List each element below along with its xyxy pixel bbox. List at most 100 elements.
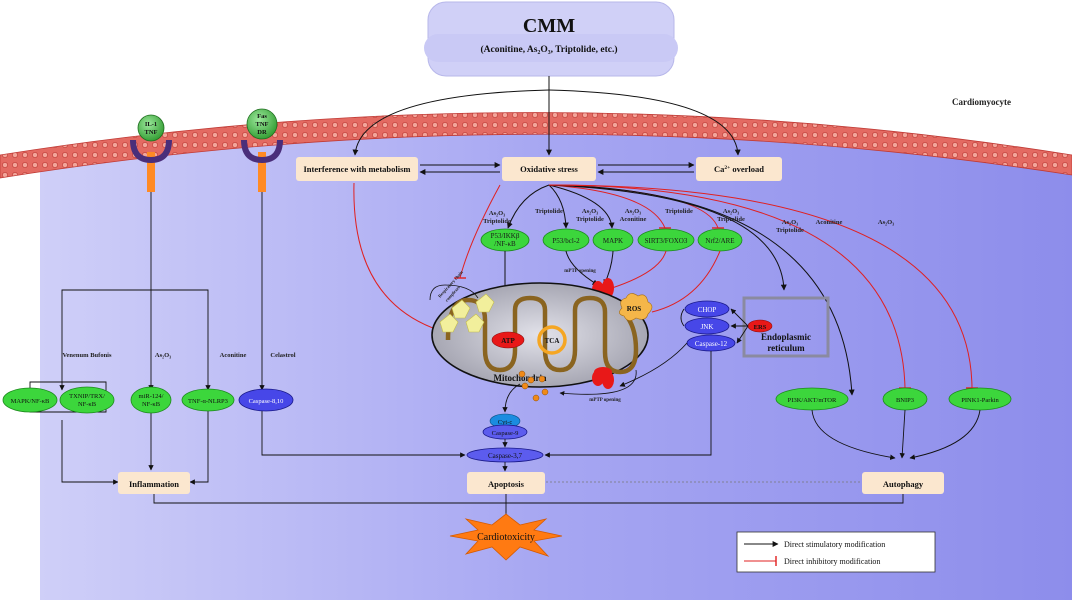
svg-text:Aconitine: Aconitine — [220, 352, 247, 359]
cmm-title: CMM — [523, 15, 575, 37]
svg-text:P53/bcl-2: P53/bcl-2 — [552, 237, 580, 245]
svg-text:SIRT3/FOXO3: SIRT3/FOXO3 — [645, 237, 688, 245]
er-links — [544, 308, 749, 458]
autophagy-box: Autophagy — [862, 472, 944, 494]
svg-text:As₂O₃: As₂O₃ — [489, 210, 505, 217]
receptor-fas-tnf-dr: Fas TNF DR — [241, 108, 283, 192]
svg-text:Cardiotoxicity: Cardiotoxicity — [477, 532, 535, 543]
oxidative-fanout — [507, 184, 978, 396]
svg-text:Triptolide: Triptolide — [665, 208, 693, 215]
node-cyt-c: Cyt-c — [489, 413, 521, 429]
node-tnf-nlrp3: TNF-α-NLRP3 — [181, 388, 235, 412]
svg-text:CHOP: CHOP — [698, 306, 717, 314]
node-nrf2-are: Nrf2/ARE — [697, 228, 743, 252]
cardiotoxicity-star: Cardiotoxicity — [449, 513, 563, 561]
node-mapk-nfkb: MAPK/NF-κB — [2, 387, 58, 413]
svg-text:miR-124/: miR-124/ — [139, 393, 164, 400]
cmm-subtitle: (Aconitine, As₂O₃, Triptolide, etc.) — [480, 44, 617, 55]
cyt-c-particles — [518, 370, 549, 402]
svg-text:Cyt-c: Cyt-c — [498, 419, 513, 426]
svg-text:As₂O₃: As₂O₃ — [878, 219, 894, 226]
svg-text:Endoplasmic: Endoplasmic — [761, 332, 811, 342]
node-caspase-12: Caspase-12 — [686, 334, 736, 352]
mptp-pore-bottom — [592, 367, 614, 389]
svg-text:MAPK/NF-κB: MAPK/NF-κB — [11, 398, 50, 405]
svg-text:Ca2+ overload: Ca2+ overload — [714, 164, 764, 174]
respiratory-chain — [439, 293, 495, 333]
node-caspase-3-7: Caspase-3,7 — [466, 447, 544, 463]
svg-text:TXNIP/TRX/: TXNIP/TRX/ — [69, 393, 105, 400]
svg-text:Inflammation: Inflammation — [129, 479, 179, 489]
svg-text:NF-κB: NF-κB — [142, 401, 161, 408]
svg-text:Venenum Bufonis: Venenum Bufonis — [62, 352, 112, 359]
legend: Direct stimulatory modification Direct i… — [736, 531, 936, 573]
svg-text:ATP: ATP — [501, 337, 515, 345]
svg-text:JNK: JNK — [701, 323, 714, 331]
mptp-bottom-label: mPTP opening — [589, 398, 621, 403]
autophagy-links — [811, 409, 981, 460]
svg-text:Autophagy: Autophagy — [883, 479, 924, 489]
svg-text:TCA: TCA — [545, 337, 560, 345]
svg-text:Celastrol: Celastrol — [270, 352, 295, 359]
ros-cloud: ROS — [619, 293, 653, 321]
node-caspase-9: Caspase-9 — [482, 424, 528, 440]
svg-text:Oxidative stress: Oxidative stress — [520, 164, 578, 174]
svg-text:BNIP3: BNIP3 — [896, 397, 914, 404]
node-jnk: JNK — [684, 317, 730, 335]
svg-text:Triptolide: Triptolide — [776, 227, 804, 234]
mitochondria-label: Mitochondria — [494, 373, 547, 383]
oxidative-stress-box: Oxidative stress — [502, 157, 596, 181]
svg-text:Fas: Fas — [257, 113, 267, 120]
cmm-arrows — [352, 76, 741, 156]
svg-text:Nrf2/ARE: Nrf2/ARE — [705, 237, 734, 245]
node-caspase-8-10: Caspase-8,10 — [238, 388, 294, 412]
svg-text:As₂O₃: As₂O₃ — [625, 208, 641, 215]
svg-text:Caspase-9: Caspase-9 — [492, 430, 519, 437]
svg-text:Interference with metabolism: Interference with metabolism — [303, 164, 410, 174]
svg-text:IL-1: IL-1 — [145, 121, 157, 128]
svg-text:TNF-α-NLRP3: TNF-α-NLRP3 — [188, 398, 228, 405]
cmm-header: CMM (Aconitine, As₂O₃, Triptolide, etc.) — [424, 1, 678, 77]
svg-text:P53/IKKβ: P53/IKKβ — [491, 232, 520, 240]
svg-text:As₂O₃: As₂O₃ — [723, 208, 739, 215]
node-mir124-nfkb: miR-124/ NF-κB — [130, 386, 172, 414]
svg-text:As₂O₃: As₂O₃ — [582, 208, 598, 215]
svg-text:reticulum: reticulum — [767, 343, 805, 353]
node-bnip3: BNIP3 — [882, 387, 928, 411]
node-sirt3-foxo3: SIRT3/FOXO3 — [637, 228, 695, 252]
svg-text:ERS: ERS — [754, 324, 767, 331]
svg-text:As₂O₃: As₂O₃ — [782, 219, 798, 226]
svg-text:DR: DR — [257, 129, 267, 136]
svg-text:NF-κB: NF-κB — [78, 401, 97, 408]
svg-text:Triptolide: Triptolide — [483, 218, 511, 225]
svg-text:Triptolide: Triptolide — [717, 216, 745, 223]
svg-text:As₂O₃: As₂O₃ — [155, 352, 171, 359]
apoptosis-box: Apoptosis — [467, 472, 545, 494]
svg-text:PI3K/AKT/mTOR: PI3K/AKT/mTOR — [788, 397, 837, 404]
receptor-il1-tnf: IL-1 TNF — [130, 114, 172, 192]
metabolism-box: Interference with metabolism — [296, 157, 418, 181]
svg-text:Caspase-8,10: Caspase-8,10 — [249, 398, 284, 405]
node-mapk: MAPK — [592, 228, 634, 252]
left-pathway-lines — [29, 192, 466, 485]
svg-text:Caspase-12: Caspase-12 — [695, 340, 728, 348]
drug-labels-top: As₂O₃ Triptolide Triptolide As₂O₃ Tripto… — [483, 208, 894, 234]
legend-inhib: Direct inhibitory modification — [784, 557, 880, 566]
atp-node: ATP — [491, 331, 525, 349]
svg-text:TNF: TNF — [145, 129, 158, 136]
node-p53-bcl2: P53/bcl-2 — [542, 228, 590, 252]
mptp-top-label: mPTP opening — [564, 269, 596, 274]
svg-text:Triptolide: Triptolide — [576, 216, 604, 223]
svg-text:TNF: TNF — [256, 121, 269, 128]
top-box-links — [419, 162, 695, 175]
calcium-overload-box: Ca2+ overload — [696, 157, 782, 181]
svg-text:Aconitine: Aconitine — [620, 216, 647, 223]
legend-stim: Direct stimulatory modification — [784, 540, 885, 549]
node-pi3k-akt-mtor: PI3K/AKT/mTOR — [775, 387, 849, 411]
node-chop: CHOP — [684, 300, 730, 318]
svg-text:Aconitine: Aconitine — [816, 219, 843, 226]
svg-text:/NF-κB: /NF-κB — [494, 240, 516, 248]
svg-text:MAPK: MAPK — [603, 237, 623, 245]
node-p53-ikkb: P53/IKKβ /NF-κB — [480, 228, 530, 252]
